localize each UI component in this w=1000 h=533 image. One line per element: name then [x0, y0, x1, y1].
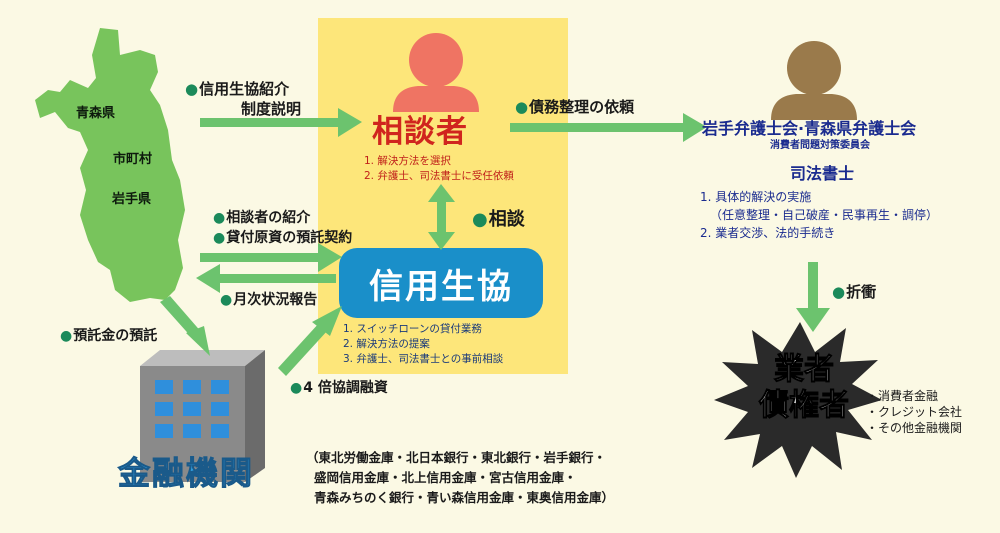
- creditor-title-line: 業者: [774, 352, 835, 388]
- credit-coop-item: 1. スイッチローンの貸付業務: [343, 323, 482, 335]
- lawyers-title: 岩手弁護士会·青森県弁護士会: [702, 119, 917, 138]
- creditor-item: ・クレジット会社: [866, 405, 963, 419]
- arrow-consultant-to-lawyers: [510, 113, 707, 142]
- label-consultation: ●相談: [472, 209, 525, 230]
- consultant-title: 相談者: [372, 114, 468, 150]
- map-label-municipalities: 市町村: [113, 152, 153, 167]
- lawyers-item: （任意整理・自己破産・民事再生・調停）: [710, 208, 939, 222]
- creditor-title-line: 債権者: [759, 388, 850, 424]
- label-debt-request: ●債務整理の依頼: [515, 98, 635, 116]
- credit-coop-items: 1. スイッチローンの貸付業務 2. 解決方法の提案 3. 弁護士、司法書士との…: [343, 322, 503, 367]
- arrow-map-to-coop: [200, 243, 342, 272]
- financial-institutions-list: （東北労働金庫・北日本銀行・東北銀行・岩手銀行・ 盛岡信用金庫・北上信用金庫・宮…: [306, 448, 614, 508]
- map-label-iwate: 岩手県: [112, 192, 152, 207]
- aomori-iwate-map: [35, 28, 185, 302]
- consultant-items: 1. 解決方法を選択 2. 弁護士、司法書士に受任依頼: [364, 154, 514, 184]
- consultant-person-icon: [409, 33, 463, 87]
- lawyers-items: 1. 具体的解決の実施 （任意整理・自己破産・民事再生・調停） 2. 業者交渉、…: [700, 188, 938, 242]
- consultant-item: 2. 弁護士、司法書士に受任依頼: [364, 170, 514, 182]
- consultant-person-body: [393, 86, 479, 112]
- arrow-coop-to-map: [196, 264, 336, 293]
- label-introduce-consultant: ●相談者の紹介: [213, 210, 311, 226]
- arrow-consultant-coop-bidirectional: [428, 184, 455, 250]
- creditor-item: ・消費者金融: [866, 389, 939, 403]
- lawyer-person-icon: [787, 41, 841, 95]
- label-monthly-report: ●月次状況報告: [220, 292, 318, 308]
- financial-institution-line: 青森みちのく銀行・青い森信用金庫・東奥信用金庫）: [314, 490, 615, 505]
- credit-coop-title: 信用生協: [369, 266, 513, 307]
- label-deposit-of-funds: ●預託金の預託: [60, 328, 158, 344]
- arrow-bank-to-coop: [278, 306, 342, 376]
- consultant-item: 1. 解決方法を選択: [364, 155, 451, 167]
- bank-building-icon: [140, 350, 265, 482]
- lawyer-person-body: [771, 94, 857, 120]
- label-cofinancing: ●4 倍協調融資: [290, 380, 388, 396]
- arrow-lawyers-to-creditors: [796, 262, 830, 332]
- credit-coop-item: 2. 解決方法の提案: [343, 338, 430, 350]
- financial-institution-line: 盛岡信用金庫・北上信用金庫・宮古信用金庫・: [314, 470, 577, 485]
- creditor-items: ・消費者金融 ・クレジット会社 ・その他金融機関: [866, 388, 962, 436]
- scrivener-title: 司法書士: [790, 164, 855, 183]
- arrow-map-to-bank: [160, 296, 210, 356]
- credit-coop-box: [339, 248, 543, 318]
- arrow-map-to-consultant: [200, 108, 362, 137]
- map-label-aomori: 青森県: [76, 106, 116, 121]
- financial-institutions-title: 金融機関: [117, 454, 255, 493]
- creditor-title: 業者 債権者: [736, 352, 872, 424]
- financial-institution-line: （東北労働金庫・北日本銀行・東北銀行・岩手銀行・: [306, 450, 607, 465]
- lawyers-subtitle: 消費者問題対策委員会: [770, 140, 870, 151]
- lawyers-item: 1. 具体的解決の実施: [700, 190, 812, 204]
- label-coop-intro: ●信用生協紹介: [185, 80, 290, 98]
- label-negotiation: ●折衝: [832, 283, 877, 301]
- lawyers-item: 2. 業者交渉、法的手続き: [700, 226, 836, 240]
- credit-coop-item: 3. 弁護士、司法書士との事前相談: [343, 353, 504, 365]
- label-system-explanation: 制度説明: [241, 100, 302, 118]
- creditor-starburst: [714, 322, 882, 478]
- creditor-item: ・その他金融機関: [866, 421, 963, 435]
- label-loan-deposit-contract: ●貸付原資の預託契約: [213, 230, 353, 246]
